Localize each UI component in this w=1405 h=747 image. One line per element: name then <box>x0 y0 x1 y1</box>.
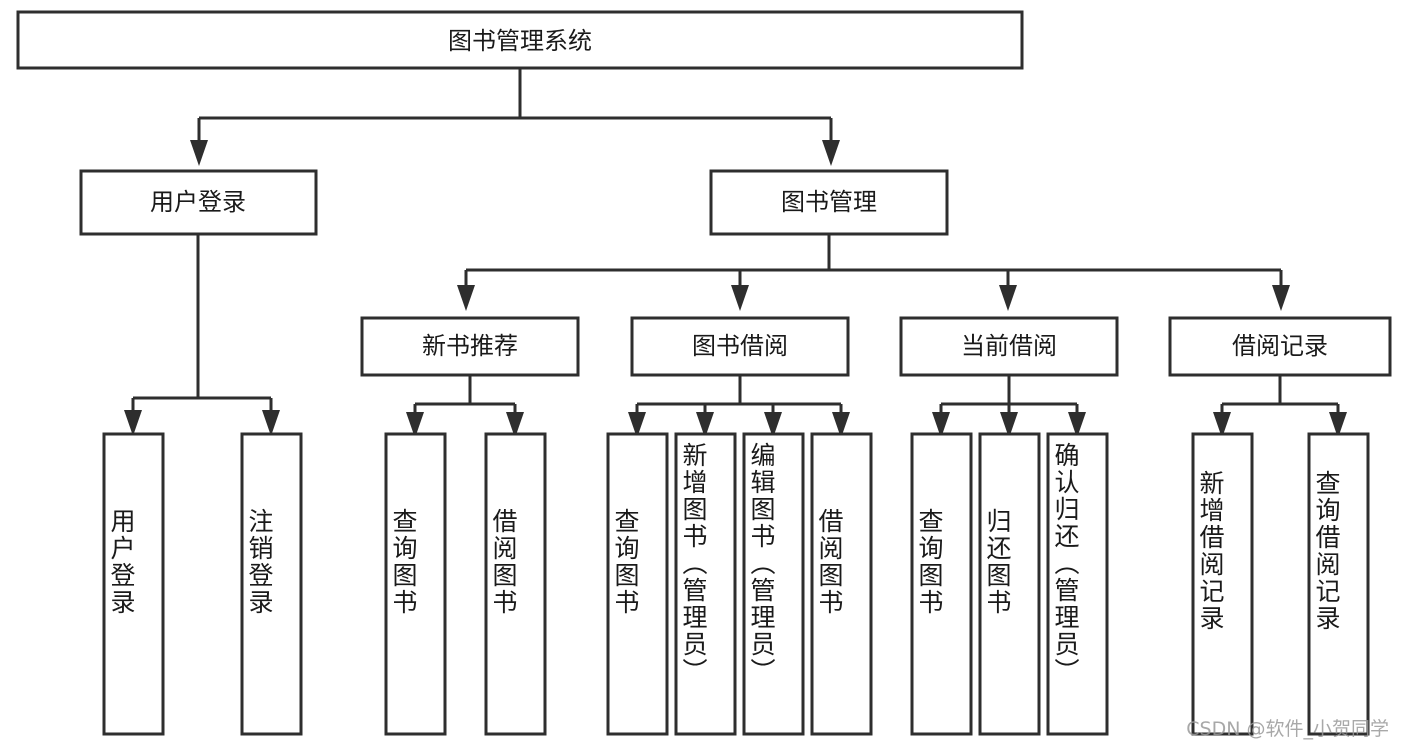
node-book-management[interactable]: 图书管理 <box>709 169 949 236</box>
leafbox-edit-book[interactable] <box>742 432 805 736</box>
connector-bookborrow-to-leaves <box>628 375 850 438</box>
leafbox-add-record[interactable] <box>1191 432 1254 736</box>
node-borrow-record[interactable]: 借阅记录 <box>1168 316 1392 377</box>
leafbox-add-book[interactable] <box>674 432 737 736</box>
arrow-icon <box>1272 285 1290 311</box>
node-root-label: 图书管理系统 <box>448 27 592 55</box>
connector-newbook-to-leaves <box>406 375 524 438</box>
leafbox-query-record[interactable] <box>1307 432 1370 736</box>
node-book-management-label: 图书管理 <box>781 188 877 216</box>
node-new-book-recommend[interactable]: 新书推荐 <box>360 316 580 377</box>
arrow-icon <box>457 285 475 311</box>
node-current-borrow[interactable]: 当前借阅 <box>899 316 1119 377</box>
arrow-icon <box>124 410 142 436</box>
node-root[interactable]: 图书管理系统 <box>16 10 1024 70</box>
leafbox-user-login[interactable] <box>102 432 165 736</box>
node-new-book-recommend-label: 新书推荐 <box>422 332 518 360</box>
node-borrow-record-label: 借阅记录 <box>1232 332 1328 360</box>
arrow-icon <box>190 140 208 166</box>
connector-root-to-level2 <box>190 68 840 166</box>
leafbox-return-book[interactable] <box>978 432 1041 736</box>
leaf-boxes <box>102 432 1370 736</box>
leafbox-logout[interactable] <box>240 432 303 736</box>
leafbox-query-book-2[interactable] <box>606 432 669 736</box>
arrow-icon <box>999 285 1017 311</box>
connector-bookmgmt-to-level3 <box>457 234 1290 311</box>
leafbox-query-book-1[interactable] <box>384 432 447 736</box>
arrow-icon <box>822 140 840 166</box>
node-book-borrow[interactable]: 图书借阅 <box>630 316 850 377</box>
leafbox-confirm-return[interactable] <box>1046 432 1109 736</box>
csdn-watermark: CSDN @软件_小贺同学 <box>1186 718 1389 740</box>
leafbox-query-book-3[interactable] <box>910 432 973 736</box>
node-book-borrow-label: 图书借阅 <box>692 332 788 360</box>
leafbox-borrow-book-1[interactable] <box>484 432 547 736</box>
arrow-icon <box>731 285 749 311</box>
leafbox-borrow-book-2[interactable] <box>810 432 873 736</box>
node-current-borrow-label: 当前借阅 <box>961 332 1057 360</box>
connector-userlogin-to-leaves <box>124 234 280 436</box>
arrow-icon <box>262 410 280 436</box>
connector-currentborrow-to-leaves <box>932 375 1086 438</box>
connector-borrowrecord-to-leaves <box>1213 375 1347 438</box>
node-user-login-label: 用户登录 <box>150 188 246 216</box>
node-user-login[interactable]: 用户登录 <box>79 169 318 236</box>
